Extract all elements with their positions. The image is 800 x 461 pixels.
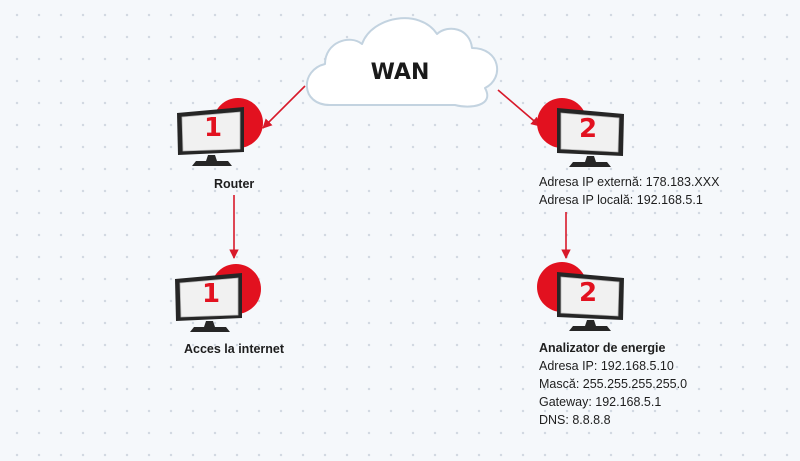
wan-cloud-icon: [305, 17, 499, 108]
wan-label: WAN: [370, 60, 430, 85]
router-number: 1: [203, 113, 223, 143]
analyzer-details: Analizator de energie Adresa IP: 192.168…: [539, 339, 687, 429]
internet-number: 1: [201, 279, 221, 309]
external-ip-text: Adresa IP externă: 178.183.XXX: [539, 175, 720, 189]
router-label: Router: [214, 177, 255, 191]
analyzer-dns-text: DNS: 8.8.8.8: [539, 413, 611, 427]
local-ip-text: Adresa IP locală: 192.168.5.1: [539, 193, 703, 207]
analyzer-mask-text: Mască: 255.255.255.255.0: [539, 377, 688, 391]
analyzer-monitor-icon: 2: [537, 262, 629, 334]
analyzer-number: 2: [578, 278, 598, 308]
device-2-number: 2: [578, 114, 598, 144]
device-2-details: Adresa IP externă: 178.183.XXX Adresa IP…: [539, 173, 719, 209]
analyzer-ip-text: Adresa IP: 192.168.5.10: [539, 359, 674, 373]
arrow-wan-to-router: [262, 85, 306, 129]
analyzer-title: Analizator de energie: [539, 341, 666, 355]
analyzer-gateway-text: Gateway: 192.168.5.1: [539, 395, 662, 409]
arrow-wan-to-device-2: [497, 89, 541, 127]
internet-monitor-icon: 1: [172, 263, 264, 335]
router-monitor-icon: 1: [174, 97, 266, 169]
device-2-monitor-icon: 2: [537, 98, 629, 170]
internet-label: Acces la internet: [184, 342, 285, 356]
